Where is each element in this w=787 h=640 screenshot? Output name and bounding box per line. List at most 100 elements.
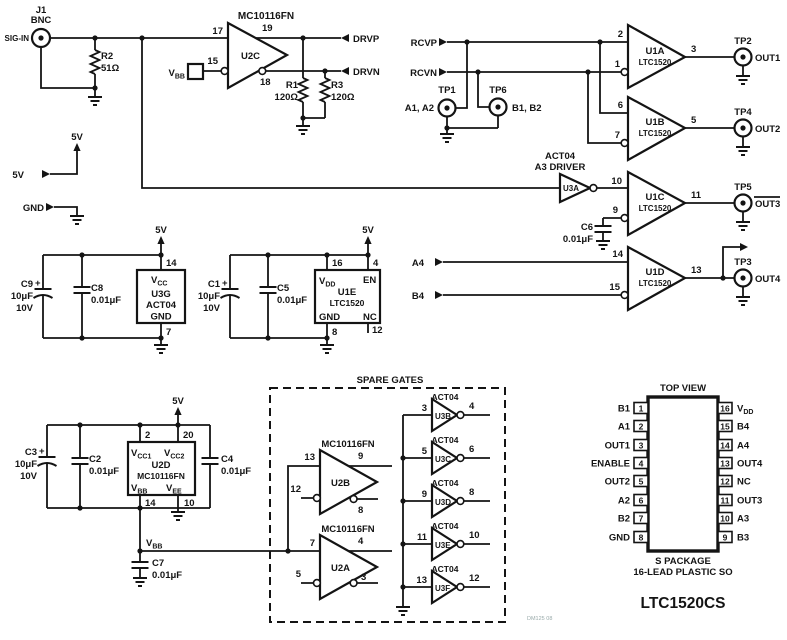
b4-terminal-arrow bbox=[435, 291, 443, 299]
ground-symbol bbox=[735, 221, 751, 231]
pin-label-b3: B3 bbox=[737, 533, 749, 544]
u1c-ref: U1C bbox=[645, 192, 664, 203]
u1c-gate bbox=[626, 170, 688, 237]
bypass-u3g-section: 5V C9 + 10μF 10V C8 0.01μF VCC U3G ACT04… bbox=[11, 225, 187, 354]
junction-dot bbox=[475, 69, 481, 75]
u2d-vee: VEE bbox=[166, 483, 182, 496]
u1d-pin14: 14 bbox=[612, 249, 623, 260]
u2a-ref: U2A bbox=[331, 563, 350, 574]
tp2-label: TP2 bbox=[734, 36, 751, 47]
package-outline bbox=[646, 395, 720, 553]
pin-box-4 bbox=[633, 456, 649, 470]
u2a-pin3: 3 bbox=[361, 572, 366, 583]
junction-dot bbox=[137, 505, 143, 511]
package-type: S PACKAGE bbox=[655, 556, 711, 567]
spare-gates-section: SPARE GATES MC10116FN U2B 13 9 12 8 MC10… bbox=[269, 375, 506, 623]
u1b-gate bbox=[626, 95, 688, 162]
u1e-en: EN bbox=[363, 275, 376, 286]
junction-dot bbox=[175, 422, 181, 428]
c1-ref: C1 bbox=[208, 279, 221, 290]
drvn-label: DRVN bbox=[353, 67, 380, 78]
pin-box-15 bbox=[717, 419, 733, 433]
ground-symbol bbox=[153, 344, 169, 354]
u3d-part: ACT04 bbox=[432, 478, 459, 488]
invert-bubble bbox=[620, 290, 629, 300]
out2-label: OUT2 bbox=[755, 124, 780, 135]
pin-num-15: 15 bbox=[720, 422, 730, 432]
sig-in-label: SIG-IN bbox=[5, 34, 30, 43]
pin-num-12: 12 bbox=[720, 477, 730, 487]
junction-dot bbox=[79, 252, 85, 258]
rcvp-terminal-arrow bbox=[439, 38, 447, 46]
u3a-part: ACT04 bbox=[545, 151, 576, 162]
c7-ref: C7 bbox=[152, 558, 164, 569]
junction-dot bbox=[400, 584, 406, 590]
u3c-part: ACT04 bbox=[432, 435, 459, 445]
u2d-vcc2: VCC2 bbox=[164, 448, 184, 461]
junction-dot bbox=[365, 252, 371, 258]
u3a-ref: U3A bbox=[563, 184, 579, 193]
v5-label: 5V bbox=[172, 396, 184, 407]
u3b-pin-in: 3 bbox=[422, 403, 427, 414]
tp1-tag: A1, A2 bbox=[405, 103, 434, 114]
pin-box-14 bbox=[717, 438, 733, 452]
package-title: TOP VIEW bbox=[660, 383, 706, 394]
c2-ref: C2 bbox=[89, 454, 101, 465]
pin-label-out2: OUT2 bbox=[605, 477, 630, 488]
out4-label: OUT4 bbox=[755, 274, 781, 285]
tp1-label: TP1 bbox=[438, 85, 456, 96]
junction-dot bbox=[464, 39, 470, 45]
branch-terminal-arrow bbox=[740, 243, 748, 251]
c5-capacitor bbox=[258, 286, 278, 294]
c3-ref: C3 bbox=[25, 447, 37, 458]
ground-symbol bbox=[87, 96, 103, 106]
u1e-nc: NC bbox=[363, 312, 377, 323]
u3e-ref: U3E bbox=[435, 541, 451, 550]
pin-box-2 bbox=[633, 419, 649, 433]
tp3-testpoint bbox=[733, 268, 753, 288]
u2c-pin17: 17 bbox=[212, 26, 223, 37]
v5-rail-label: 5V bbox=[71, 132, 83, 143]
pin-box-10 bbox=[717, 511, 733, 525]
u2c-ref: U2C bbox=[241, 51, 260, 62]
pin-label-a2: A2 bbox=[618, 496, 630, 507]
pin-label-vdd: VDD bbox=[737, 404, 753, 417]
tp5-testpoint bbox=[733, 193, 753, 213]
r3-ref: R3 bbox=[331, 80, 343, 91]
u3c-ref: U3C bbox=[435, 455, 451, 464]
pin-box-5 bbox=[633, 474, 649, 488]
u2b-pin8: 8 bbox=[358, 505, 363, 516]
u3f-pin-out: 12 bbox=[469, 573, 480, 584]
ground-symbol bbox=[319, 344, 335, 354]
ground-symbol bbox=[439, 133, 455, 143]
c4-ref: C4 bbox=[221, 454, 234, 465]
u2b-pin9: 9 bbox=[358, 451, 363, 462]
terminal-arrow bbox=[46, 203, 54, 211]
u3b-part: ACT04 bbox=[432, 392, 459, 402]
u3g-ref: U3G bbox=[151, 289, 171, 300]
supply-arrow bbox=[73, 143, 81, 151]
ground-symbol bbox=[735, 75, 751, 85]
r1-ref: R1 bbox=[286, 80, 299, 91]
u3d-pin-out: 8 bbox=[469, 487, 474, 498]
c9-plus: + bbox=[35, 278, 41, 289]
u3d-gate bbox=[430, 482, 460, 520]
spare-gates-box bbox=[269, 387, 506, 623]
tp4-testpoint bbox=[733, 118, 753, 138]
u2d-pin10: 10 bbox=[184, 498, 195, 509]
r2-value: 51Ω bbox=[101, 63, 120, 74]
j1-bnc-connector bbox=[30, 27, 52, 49]
pin-box-3 bbox=[633, 438, 649, 452]
pin-num-8: 8 bbox=[639, 533, 644, 543]
u3f-ref: U3F bbox=[435, 584, 450, 593]
invert-bubble bbox=[349, 578, 358, 588]
pin-box-1 bbox=[633, 401, 649, 415]
junction-dot bbox=[300, 115, 306, 121]
supply-arrow bbox=[174, 407, 182, 415]
drvp-label: DRVP bbox=[353, 34, 380, 45]
supply-arrow bbox=[364, 236, 372, 244]
invert-bubble bbox=[620, 138, 629, 148]
u1e-pin16: 16 bbox=[332, 258, 343, 269]
tp6-testpoint bbox=[488, 97, 508, 117]
pin-num-6: 6 bbox=[639, 496, 644, 506]
